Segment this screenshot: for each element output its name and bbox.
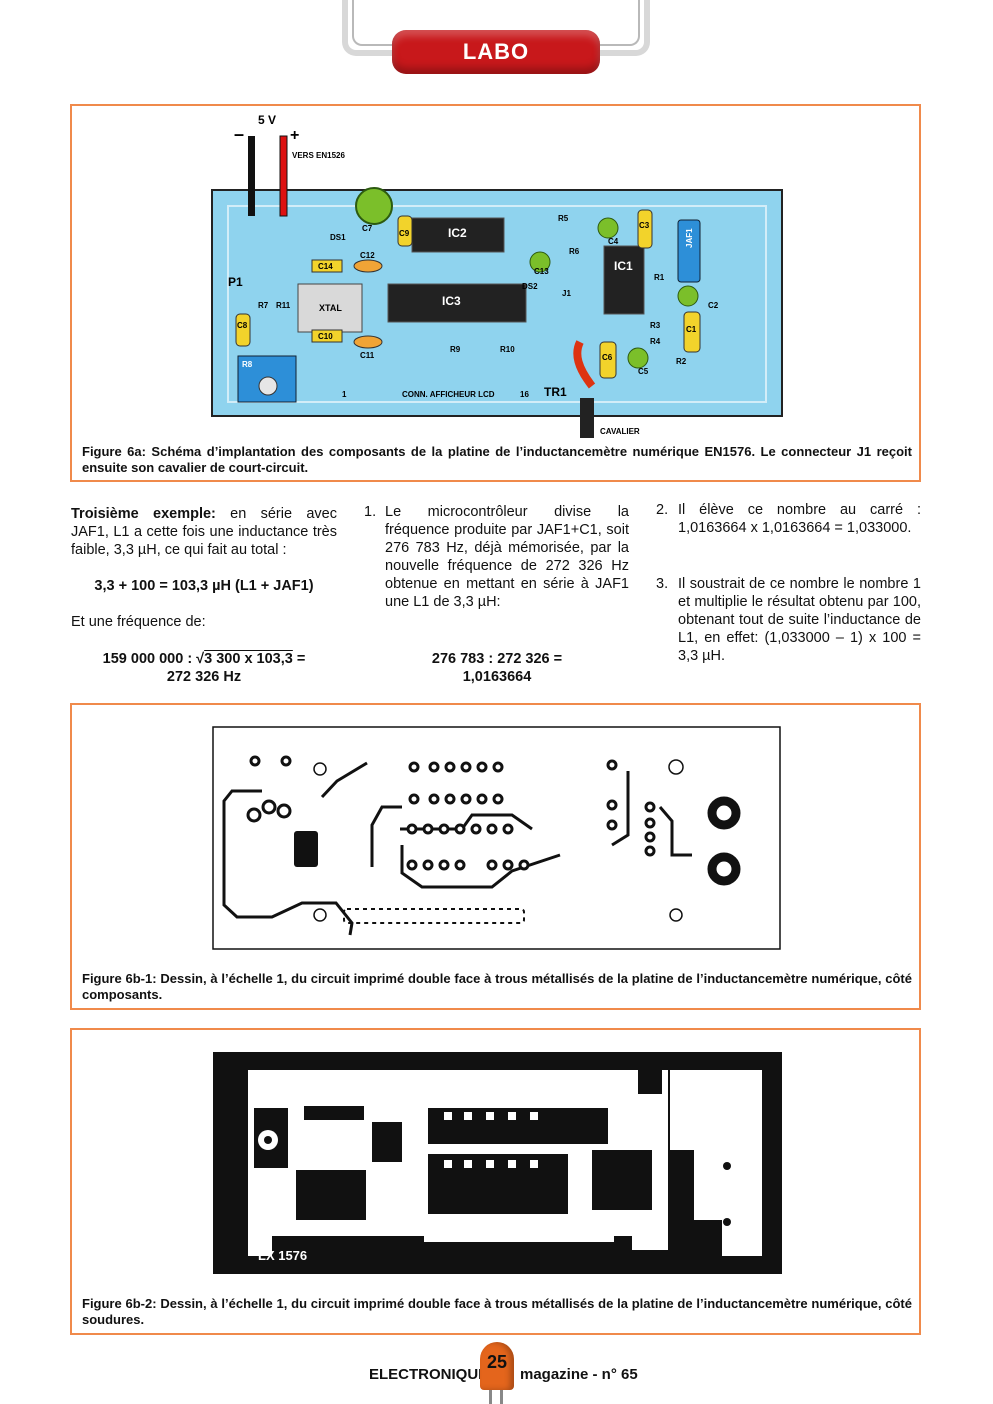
eq2-part-a: 159 000 000 : √ [102, 651, 205, 667]
svg-text:C6: C6 [602, 353, 613, 362]
svg-text:C1: C1 [686, 325, 697, 334]
capacitor-c7 [355, 187, 393, 225]
wire-positive [279, 135, 288, 217]
section-title: LABO [462, 39, 530, 64]
svg-text:IC3: IC3 [442, 294, 461, 308]
svg-text:5 V: 5 V [258, 113, 276, 127]
svg-text:R6: R6 [569, 247, 580, 256]
eq2-result: 272 326 Hz [166, 669, 242, 685]
wire-negative [248, 136, 255, 216]
eq3-line1: 276 783 : 272 326 = [431, 651, 563, 667]
ic3-chip [387, 283, 527, 323]
svg-text:R4: R4 [650, 337, 661, 346]
svg-text:1: 1 [342, 390, 347, 399]
item-number-2: 2. [656, 502, 669, 518]
equation-1: 3,3 + 100 = 103,3 µH (L1 + JAF1) [94, 578, 314, 594]
equation-3: 276 783 : 272 326 = 1,0163664 [364, 650, 630, 686]
svg-text:R9: R9 [450, 345, 461, 354]
svg-text:C11: C11 [360, 351, 375, 360]
svg-text:TR1: TR1 [544, 385, 567, 399]
pcb-bottom-drawing: LX 1576 [213, 1052, 782, 1274]
ic1-chip [603, 245, 645, 315]
svg-text:C13: C13 [534, 267, 549, 276]
svg-text:16: 16 [520, 390, 529, 399]
svg-text:C8: C8 [237, 321, 248, 330]
svg-text:J1: J1 [562, 289, 571, 298]
svg-text:XTAL: XTAL [319, 303, 342, 313]
svg-text:JAF1: JAF1 [685, 228, 694, 248]
svg-text:R8: R8 [242, 360, 253, 369]
svg-text:R11: R11 [276, 301, 291, 310]
eq3-line2: 1,0163664 [462, 669, 532, 685]
paragraph-1: en série avec JAF1, L1 a cette fois une … [71, 506, 337, 558]
figure-6b1-caption: Figure 6b-1: Dessin, à l’échelle 1, du c… [82, 971, 912, 1002]
item-number-3: 3. [656, 576, 669, 592]
svg-text:IC2: IC2 [448, 226, 467, 240]
svg-text:C14: C14 [318, 262, 333, 271]
figure-6b2: LX 1576 Figure 6b-2: Dessin, à l’échelle… [70, 1028, 921, 1335]
svg-text:IC1: IC1 [614, 259, 633, 273]
svg-text:R5: R5 [558, 214, 569, 223]
page-number: 25 [486, 1352, 508, 1372]
svg-text:R7: R7 [258, 301, 269, 310]
list-item-3: Il soustrait de ce nombre le nombre 1 et… [678, 576, 921, 664]
svg-text:C12: C12 [360, 251, 375, 260]
paragraph-2: Et une fréquence de: [71, 614, 206, 630]
pcb-top-drawing [212, 726, 781, 950]
example-heading: Troisième exemple: [71, 506, 216, 522]
section-badge: LABO [392, 30, 600, 74]
svg-text:CONN. AFFICHEUR LCD: CONN. AFFICHEUR LCD [402, 390, 495, 399]
svg-text:C7: C7 [362, 224, 373, 233]
svg-text:C2: C2 [708, 301, 719, 310]
footer-issue: magazine - n° 65 [520, 1366, 638, 1383]
list-item-1: Le microcontrôleur divise la fréquence p… [385, 504, 629, 610]
pcb-code-label: LX 1576 [258, 1248, 307, 1263]
svg-text:R10: R10 [500, 345, 515, 354]
eq2-part-c: = [292, 651, 306, 667]
svg-text:R1: R1 [654, 273, 665, 282]
led-page-icon: 25 [480, 1342, 514, 1390]
svg-text:+: + [290, 127, 299, 144]
svg-text:C10: C10 [318, 332, 333, 341]
figure-6a-caption: Figure 6a: Schéma d’implantation des com… [82, 444, 912, 475]
figure-6b2-caption: Figure 6b-2: Dessin, à l’échelle 1, du c… [82, 1296, 912, 1327]
item-number-1: 1. [364, 504, 377, 520]
pcb-pads [246, 755, 741, 922]
svg-text:C4: C4 [608, 237, 619, 246]
figure-6b1: Figure 6b-1: Dessin, à l’échelle 1, du c… [70, 703, 921, 1010]
figure-6a: 5 V – + VERS EN1526 C7 IC2 C9 IC3 IC1 XT… [70, 104, 921, 482]
svg-text:P1: P1 [228, 275, 243, 289]
svg-text:CAVALIER: CAVALIER [600, 427, 640, 436]
equation-2: 159 000 000 : √3 300 x 103,3 = 272 326 H… [71, 650, 337, 686]
svg-text:R2: R2 [676, 357, 687, 366]
svg-text:DS2: DS2 [522, 282, 538, 291]
svg-text:DS1: DS1 [330, 233, 346, 242]
column-1: Troisième exemple: en série avec JAF1, L… [71, 505, 337, 559]
list-item-2: Il élève ce nombre au carré : 1,0163664 … [678, 502, 921, 536]
svg-text:–: – [234, 124, 244, 144]
svg-text:VERS EN1526: VERS EN1526 [292, 151, 345, 160]
svg-text:R3: R3 [650, 321, 661, 330]
svg-text:C9: C9 [399, 229, 410, 238]
component-layout-diagram: 5 V – + VERS EN1526 C7 IC2 C9 IC3 IC1 XT… [211, 113, 783, 438]
svg-text:C5: C5 [638, 367, 649, 376]
crystal [297, 283, 363, 333]
eq2-radicand: 3 300 x 103,3 [204, 651, 293, 667]
footer-magazine-name: ELECTRONIQUE [369, 1366, 489, 1383]
svg-text:C3: C3 [639, 221, 650, 230]
